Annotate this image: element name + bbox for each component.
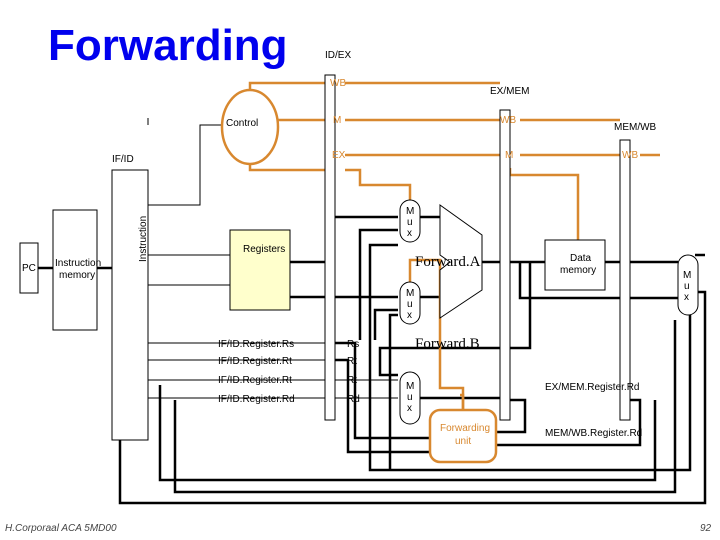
rd-right-label: Rd [347,394,360,405]
pc-register [19,242,39,294]
data-memory-label-1: Data [570,253,592,264]
svg-text:u: u [407,392,413,403]
if-id-label: IF/ID [112,154,134,165]
forwarding-unit [428,408,498,464]
id-ex-label: ID/EX [325,50,351,61]
registers-label: Registers [243,244,285,255]
ex-mem-rd-label: EX/MEM.Register.Rd [545,382,639,393]
id-ex-ex-field: EX [332,150,346,161]
rs-right-label: Rs [347,339,359,350]
forwarding-unit-label-2: unit [455,436,471,447]
data-memory [544,239,606,291]
id-ex-m-field: M [333,115,341,126]
forward-a-label: Forward.A [415,254,481,270]
rt-left-label-2: IF/ID.Register.Rt [218,375,292,386]
rt-right-label-2: Rt [347,375,357,386]
svg-text:u: u [407,299,413,310]
svg-text:x: x [407,403,412,414]
register-file [229,229,291,311]
mux-a: M u x [399,199,421,243]
ex-mem-label: EX/MEM [490,86,529,97]
svg-text:M: M [406,206,414,217]
slide-title: Forwarding [48,21,288,70]
id-ex-wb-field: WB [330,78,346,89]
svg-text:M: M [683,270,691,281]
rd-left-label: IF/ID.Register.Rd [218,394,295,405]
page-number: 92 [700,523,712,534]
mem-wb-rd-label: MEM/WB.Register.Rd [545,428,642,439]
svg-text:x: x [407,310,412,321]
rt-right-label-1: Rt [347,356,357,367]
mux-rd: M u x [399,371,421,425]
data-memory-label-2: memory [560,265,596,276]
svg-text:u: u [684,281,690,292]
mem-wb-label: MEM/WB [614,122,657,133]
control-label: Control [226,118,258,129]
svg-text:x: x [407,228,412,239]
ex-mem-wb-field: WB [500,115,516,126]
forward-b-label: Forward.B [415,336,480,352]
ex-mem-m-field: M [505,150,513,161]
rt-left-label-1: IF/ID.Register.Rt [218,356,292,367]
instruction-label: Instruction [138,216,149,262]
instruction-memory [52,209,98,331]
svg-text:M: M [406,381,414,392]
instruction-memory-label-2: memory [59,270,95,281]
rs-left-label: IF/ID.Register.Rs [218,339,294,350]
svg-text:u: u [407,217,413,228]
control-unit [220,88,280,166]
instruction-memory-label-1: Instruction [55,258,101,269]
svg-text:x: x [684,292,689,303]
mux-wb: M u x [677,254,699,316]
svg-text:M: M [406,288,414,299]
footer-author: H.Corporaal ACA 5MD00 [5,523,117,534]
control-wires [248,81,660,410]
pipeline-register-bars [111,74,631,441]
mem-wb-wb-field: WB [622,150,638,161]
datapath-wires [38,118,707,505]
alu [439,204,483,319]
pc-label: PC [22,263,36,274]
mux-b: M u x [399,281,421,325]
forwarding-unit-label-1: Forwarding [440,423,490,434]
